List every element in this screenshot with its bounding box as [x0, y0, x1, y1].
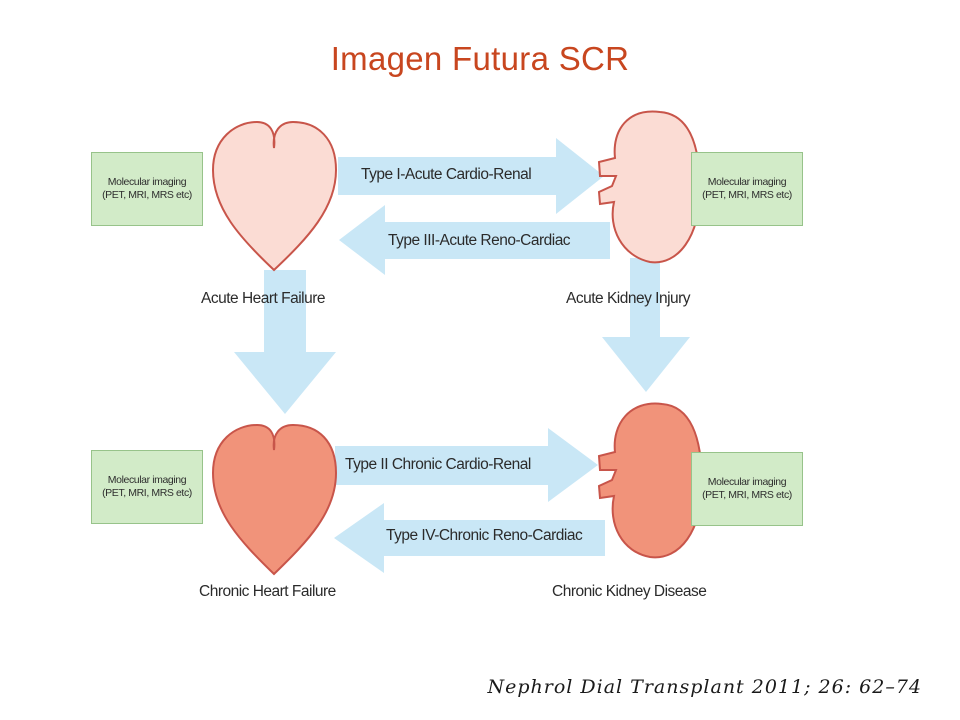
label-type3: Type III-Acute Reno-Cardiac [388, 232, 571, 249]
imaging-line2: (PET, MRI, MRS etc) [702, 189, 792, 201]
imaging-line1: Molecular imaging [107, 474, 187, 486]
label-acute-kidney-injury: Acute Kidney Injury [566, 290, 691, 307]
label-chronic-kidney-disease: Chronic Kidney Disease [552, 583, 707, 600]
heart-icon [211, 423, 338, 576]
molecular-imaging-box-chronic-heart: Molecular imaging(PET, MRI, MRS etc) [91, 450, 203, 524]
imaging-line1: Molecular imaging [107, 176, 187, 188]
arrow-type2 [335, 428, 598, 502]
arrow-acute-to-chronic-kidney [602, 258, 690, 392]
kidney-icon [597, 402, 704, 559]
label-type4: Type IV-Chronic Reno-Cardiac [386, 527, 583, 544]
page-title: Imagen Futura SCR [330, 40, 630, 77]
imaging-line2: (PET, MRI, MRS etc) [102, 487, 192, 499]
molecular-imaging-box-chronic-kidney: Molecular imaging(PET, MRI, MRS etc) [691, 452, 803, 526]
molecular-imaging-box-acute-kidney: Molecular imaging(PET, MRI, MRS etc) [691, 152, 803, 226]
arrow-acute-to-chronic-heart [234, 270, 336, 414]
label-type1: Type I-Acute Cardio-Renal [361, 166, 532, 183]
imaging-line2: (PET, MRI, MRS etc) [702, 489, 792, 501]
citation: Nephrol Dial Transplant 2011; 26: 62–74 [487, 676, 922, 698]
arrow-type3 [339, 205, 610, 275]
heart-icon [211, 120, 338, 272]
molecular-imaging-box-acute-heart: Molecular imaging(PET, MRI, MRS etc) [91, 152, 203, 226]
imaging-line2: (PET, MRI, MRS etc) [102, 189, 192, 201]
label-type2: Type II Chronic Cardio-Renal [345, 456, 531, 473]
arrow-type1 [338, 138, 604, 214]
label-chronic-heart-failure: Chronic Heart Failure [199, 583, 336, 600]
label-acute-heart-failure: Acute Heart Failure [201, 290, 326, 307]
imaging-line1: Molecular imaging [707, 176, 787, 188]
kidney-icon [597, 110, 702, 264]
arrow-type4 [334, 503, 605, 573]
imaging-line1: Molecular imaging [707, 476, 787, 488]
